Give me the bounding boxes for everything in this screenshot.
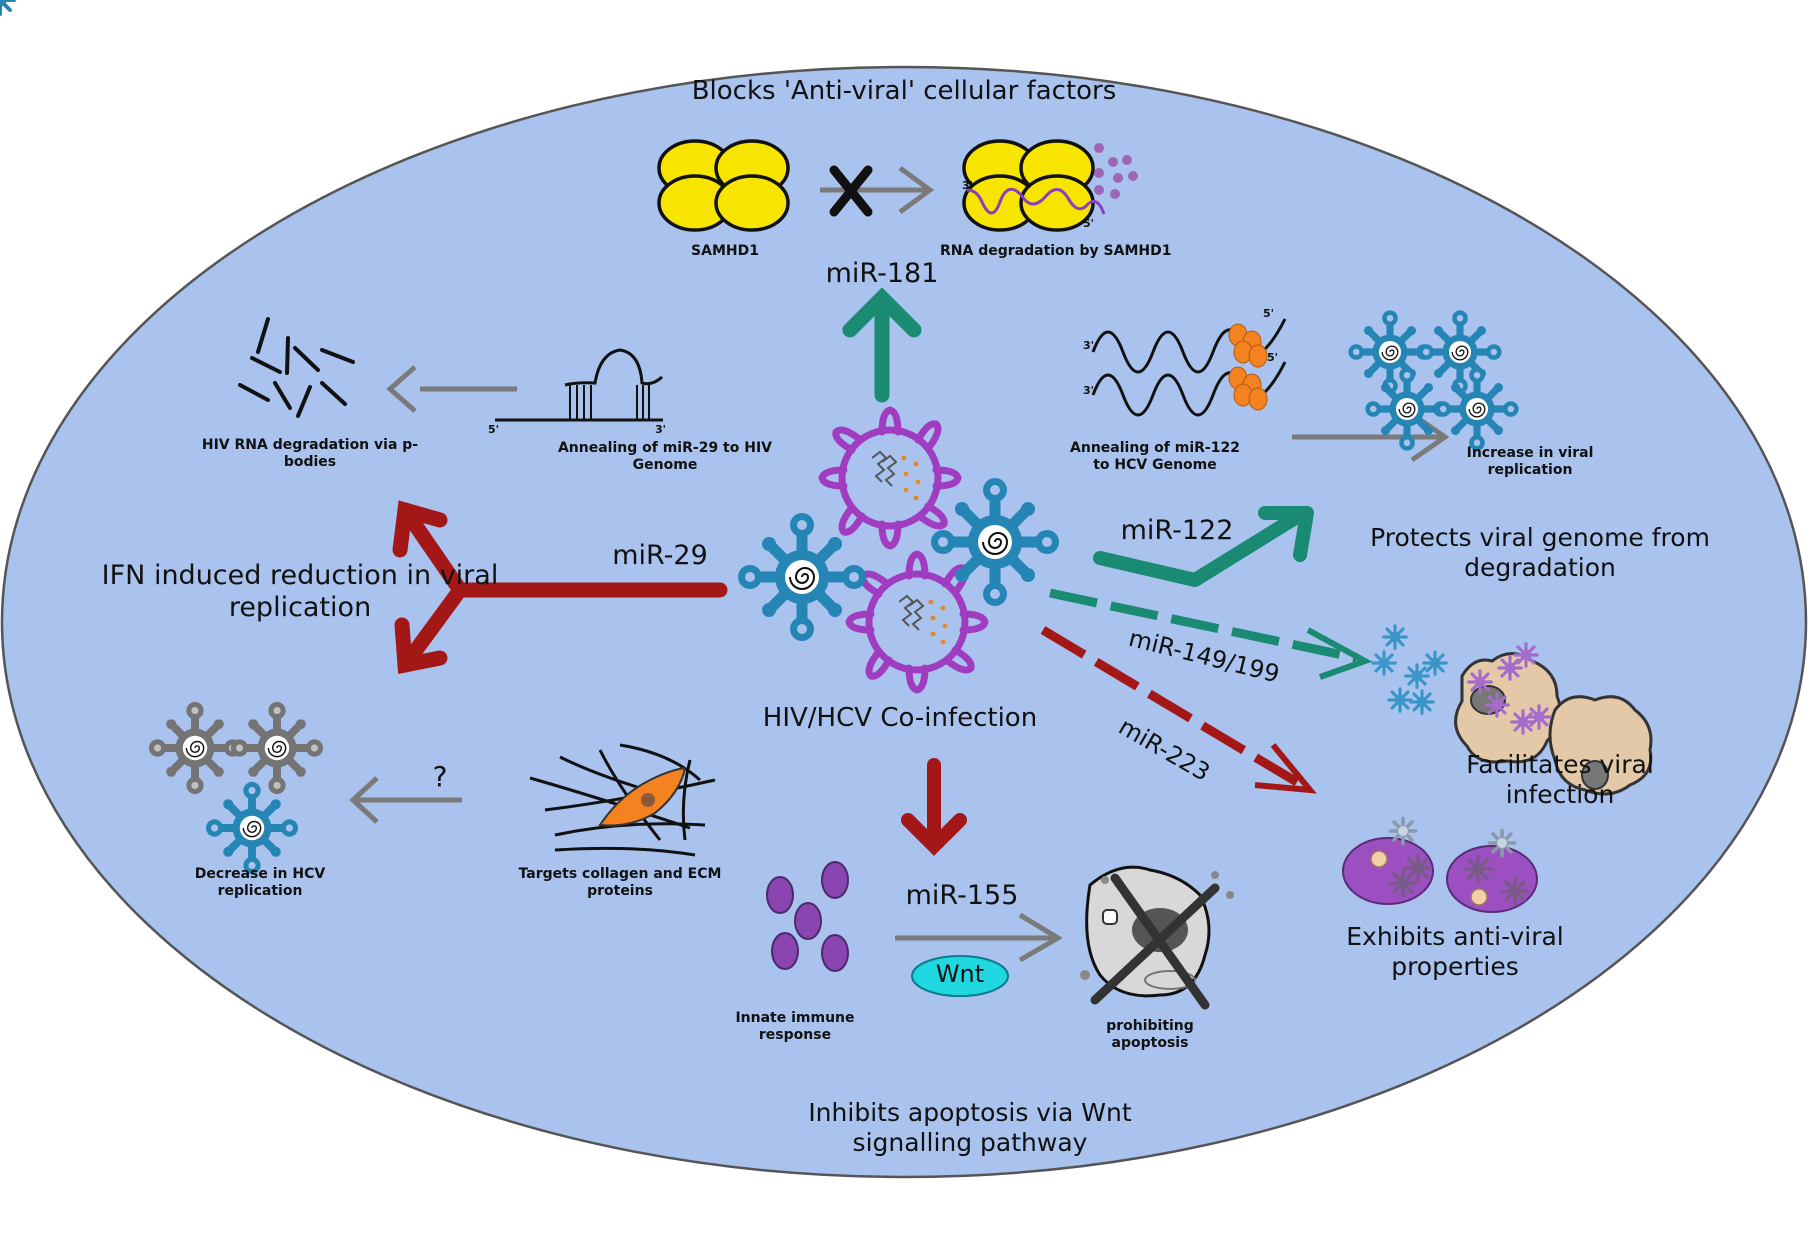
innate-immune-cells-icon bbox=[766, 861, 849, 972]
wnt-label: Wnt bbox=[935, 960, 985, 988]
infected-cells-icon bbox=[0, 0, 1653, 796]
diagram-title: Blocks 'Anti-viral' cellular factors bbox=[691, 76, 1117, 106]
samhd1-rna-degradation-icon bbox=[962, 139, 1138, 232]
block-x-icon bbox=[829, 165, 873, 217]
question-mark-label: ? bbox=[432, 760, 448, 793]
mir181-label: miR-181 bbox=[825, 258, 939, 289]
mir122-prime5-bottom-label: 5' bbox=[1267, 351, 1279, 364]
mir29-branch-arrow bbox=[392, 500, 728, 675]
blocked-arrow bbox=[820, 165, 935, 215]
facilitates-infection-label: Facilitates viral infection bbox=[1466, 750, 1654, 809]
mir122-prime3-top-label: 3' bbox=[1083, 339, 1095, 352]
mir29-label: miR-29 bbox=[612, 540, 708, 571]
protects-genome-label: Protects viral genome from degradation bbox=[1370, 523, 1710, 582]
antiviral-cells-icon bbox=[1342, 816, 1538, 913]
hiv-rna-fragments-icon bbox=[238, 317, 355, 418]
increase-replication-label: Increase in viral replication bbox=[1466, 445, 1594, 478]
samhd1-label: SAMHD1 bbox=[691, 243, 759, 259]
wnt-badge bbox=[911, 955, 1009, 997]
mir122-prime5-top-label: 5' bbox=[1263, 307, 1275, 320]
hiv-rna-degradation-label: HIV RNA degradation via p-bodies bbox=[201, 437, 419, 470]
mir122-arrow bbox=[1093, 506, 1314, 587]
collagen-ecm-icon bbox=[529, 743, 716, 857]
mir223-dashed-arrow bbox=[1040, 626, 1317, 794]
mir122-prime3-bottom-label: 3' bbox=[1083, 384, 1095, 397]
collagen-ecm-label: Targets collagen and ECM proteins bbox=[518, 866, 722, 899]
antiviral-properties-label: Exhibits anti-viral properties bbox=[1346, 922, 1564, 981]
decrease-hcv-label: Decrease in HCV replication bbox=[194, 866, 326, 899]
rna-degradation-label: RNA degradation by SAMHD1 bbox=[940, 243, 1172, 259]
innate-immune-label: Innate immune response bbox=[735, 1010, 855, 1043]
samhd1-complex-icon bbox=[657, 139, 790, 232]
inhibits-apoptosis-label: Inhibits apoptosis via Wnt signalling pa… bbox=[808, 1098, 1132, 1157]
mir181-arrow bbox=[842, 287, 922, 403]
mir29-hiv-annealing-icon bbox=[495, 348, 664, 422]
coinfection-label: HIV/HCV Co-infection bbox=[762, 703, 1038, 733]
ifn-reduction-label: IFN induced reduction in viral replicati… bbox=[101, 560, 499, 623]
mir149-199-dashed-arrow bbox=[1049, 588, 1373, 680]
mir155-down-arrow bbox=[901, 758, 967, 856]
mir29-annealing-gray-arrow bbox=[386, 365, 517, 413]
mir155-label: miR-155 bbox=[905, 880, 1019, 911]
mir29-prime5-label: 5' bbox=[488, 423, 500, 436]
samhd1-prime3-label: 3' bbox=[962, 179, 974, 192]
mir29-prime3-label: 3' bbox=[655, 423, 667, 436]
apoptotic-cell-icon bbox=[1080, 865, 1234, 1010]
samhd1-prime5-label: 5' bbox=[1083, 217, 1095, 230]
ecm-question-arrow bbox=[349, 776, 462, 824]
mir122-annealing-label: Annealing of miR-122 to HCV Genome bbox=[1070, 440, 1240, 473]
prohibiting-apoptosis-label: prohibiting apoptosis bbox=[1106, 1018, 1194, 1051]
mir155-gray-arrow bbox=[895, 912, 1063, 963]
mir122-hcv-annealing-icon bbox=[1091, 318, 1287, 417]
mir29-annealing-label: Annealing of miR-29 to HIV Genome bbox=[557, 440, 773, 473]
mir122-label: miR-122 bbox=[1120, 515, 1234, 546]
